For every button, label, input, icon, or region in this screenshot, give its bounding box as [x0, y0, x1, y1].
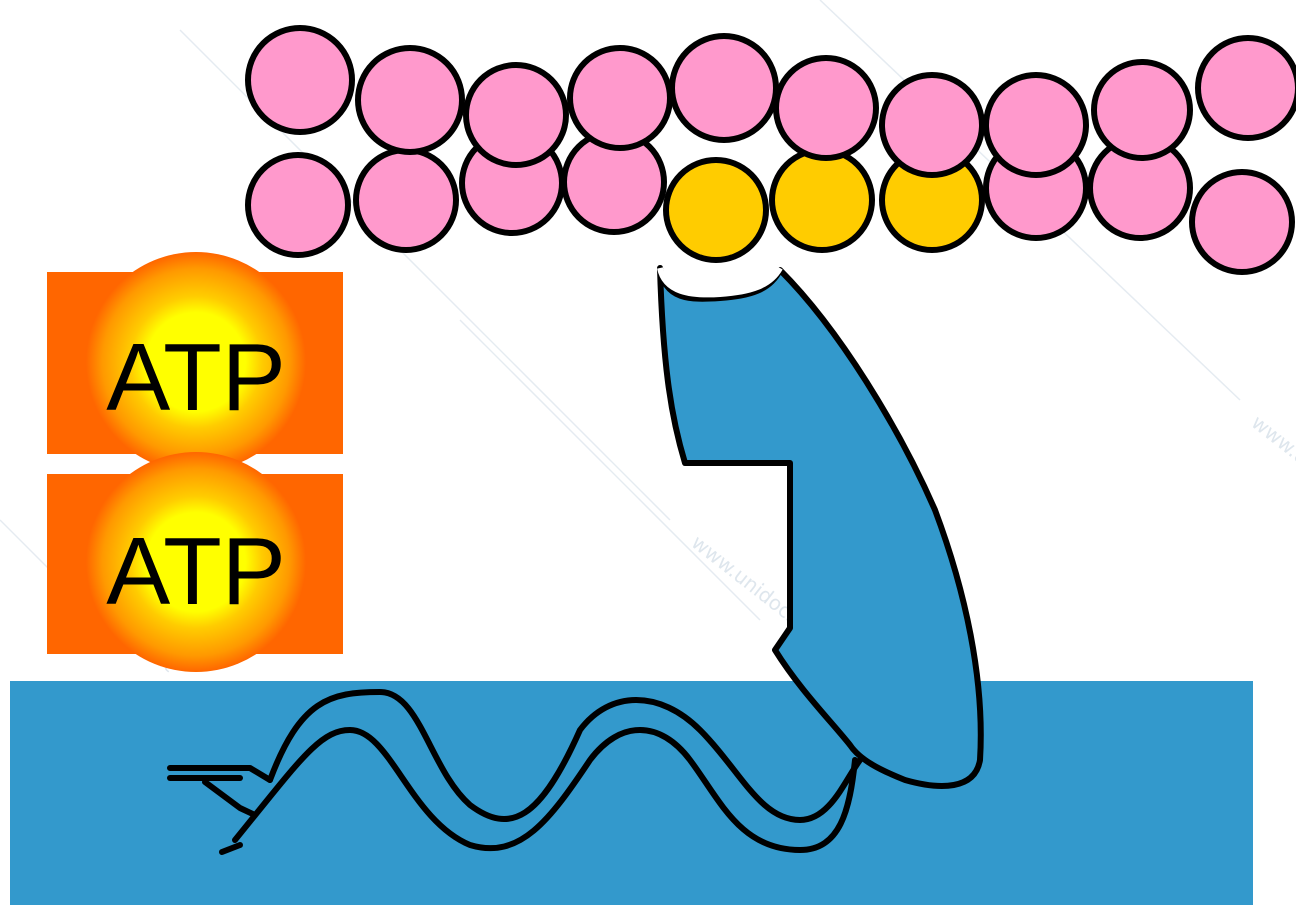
actin-bead [879, 72, 985, 178]
actin-bead [463, 62, 569, 168]
actin-bead [1091, 59, 1193, 161]
actin-bead [353, 147, 459, 253]
actin-bead-binding-site [663, 157, 769, 263]
watermark-text-3: www.unidocs.it [1247, 410, 1296, 522]
actin-bead-binding-site [769, 147, 875, 253]
atp-label-2: ATP [106, 518, 286, 625]
actin-bead [567, 45, 673, 151]
actin-bead [773, 55, 879, 161]
actin-bead [245, 25, 355, 135]
myosin-head [657, 265, 984, 789]
atp-box-2: ATP [47, 452, 343, 672]
actin-bead [245, 152, 351, 258]
actin-bead [1189, 169, 1295, 275]
actin-bead [669, 33, 779, 143]
actin-bead [1195, 35, 1296, 141]
actin-filament [245, 25, 1296, 275]
actin-bead [983, 72, 1089, 178]
myosin-tail [167, 689, 863, 855]
atp-label-1: ATP [106, 324, 286, 431]
atp-box-1: ATP [47, 252, 343, 472]
actin-bead [355, 45, 465, 155]
myosin-filament [10, 681, 1253, 905]
